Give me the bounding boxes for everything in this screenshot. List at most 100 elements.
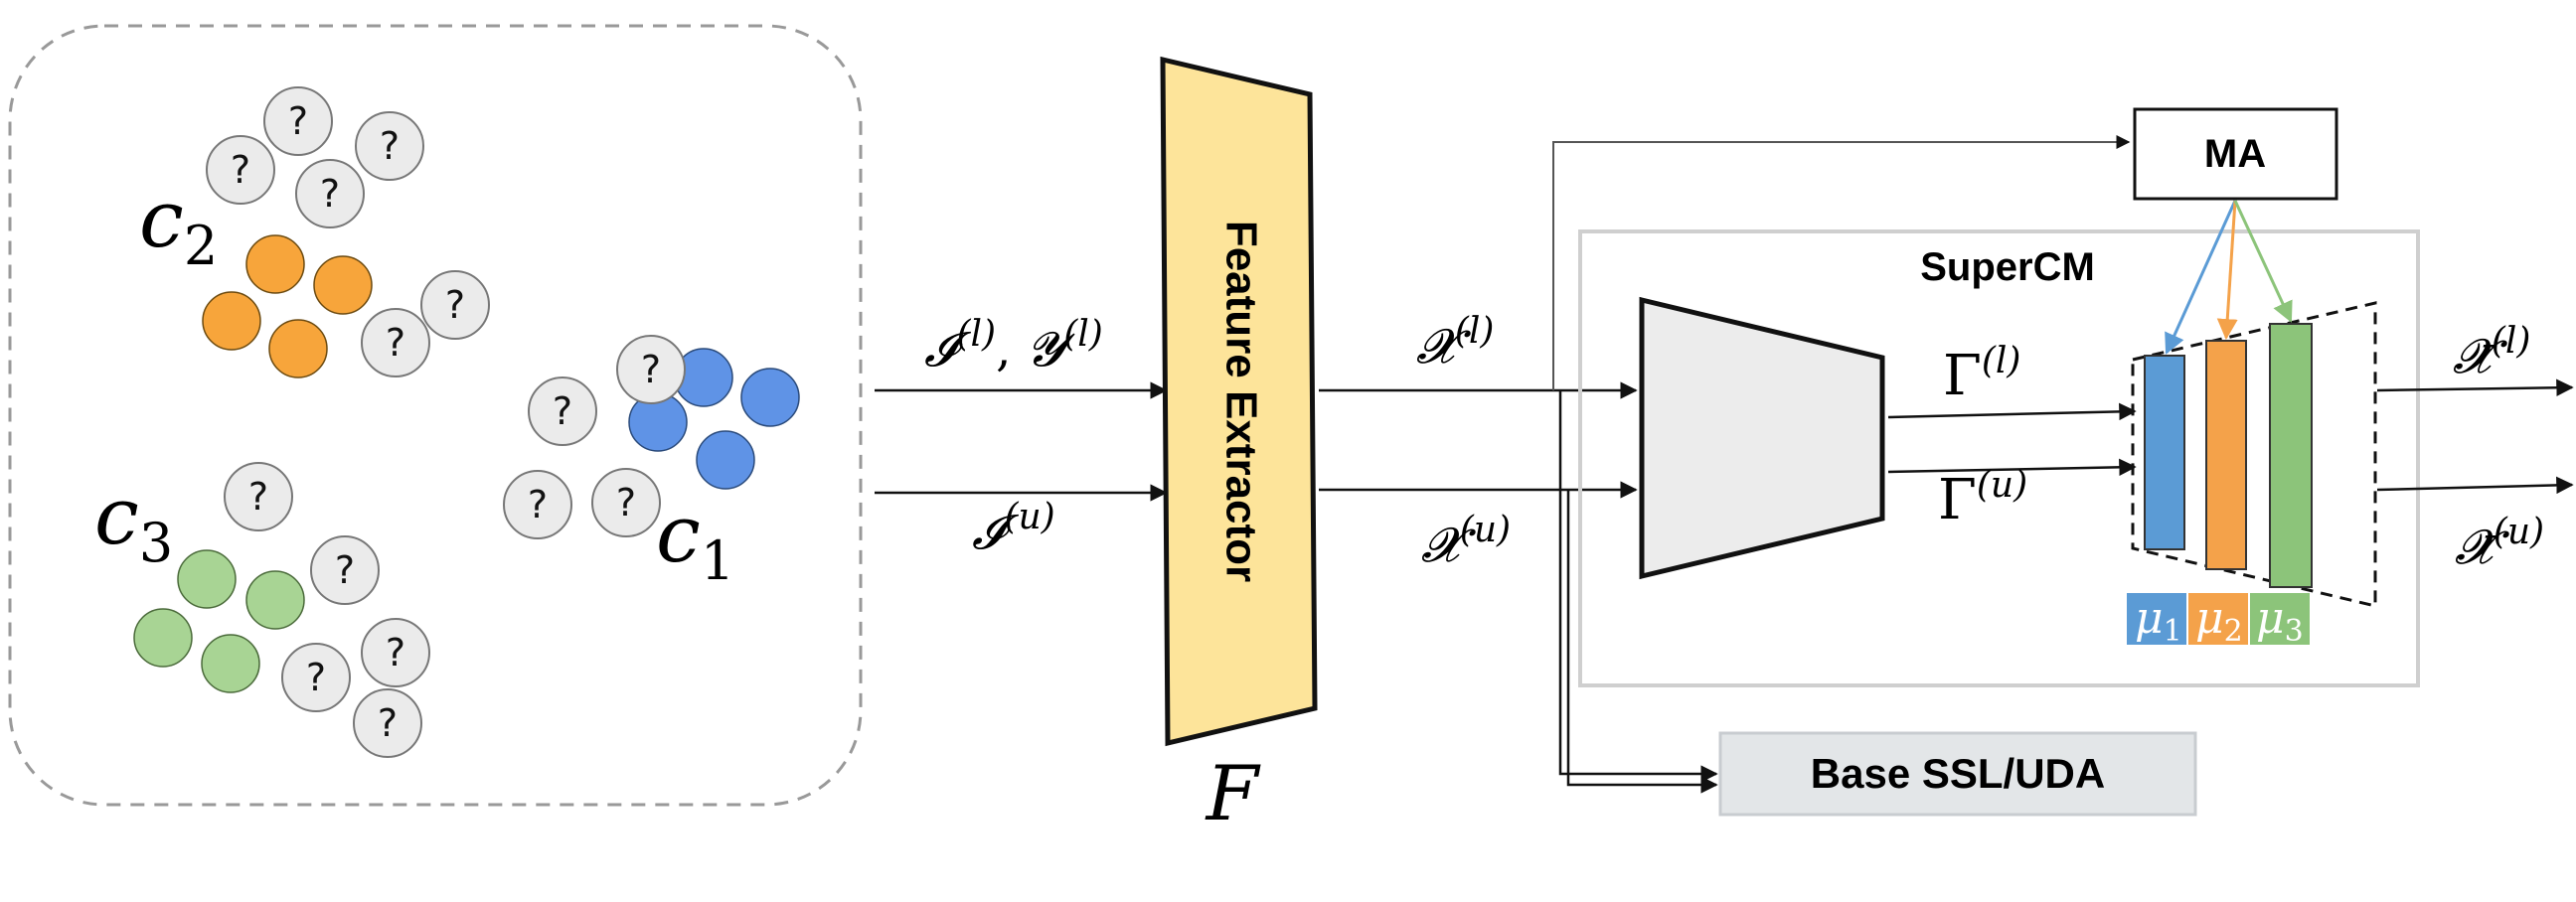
orange-point	[268, 319, 328, 378]
blue-point	[696, 430, 755, 490]
unlabeled-point: ?	[310, 535, 380, 605]
mu3-label: μ3	[2256, 593, 2304, 649]
unlabeled-point-circle	[353, 688, 422, 758]
gamma-labeled-label: Γ(l)	[1943, 341, 2020, 408]
class-label-c2: c2	[139, 173, 218, 277]
supercm-title: SuperCM	[1920, 245, 2095, 289]
feature-routing	[1319, 135, 2131, 794]
mu1-label: μ1	[2135, 593, 2182, 649]
centroid-bar-3	[2269, 323, 2313, 588]
unlabeled-point-circle	[295, 159, 365, 228]
unlabeled-point-circle	[503, 470, 572, 539]
question-mark: ?	[553, 389, 572, 433]
question-mark: ?	[306, 656, 326, 699]
unlabeled-point-circle	[361, 618, 430, 687]
question-mark: ?	[320, 172, 340, 216]
feature-extractor: Feature Extractor F	[1160, 56, 1318, 837]
question-mark: ?	[386, 631, 405, 675]
unlabeled-point-circle	[420, 270, 490, 340]
gamma-unlabeled-arrow	[1887, 458, 2137, 477]
base-ssl-box	[1718, 731, 2197, 817]
cluster-c1-points	[628, 348, 800, 490]
unlabeled-output-arrow	[2376, 476, 2574, 495]
centroid-memory-outline	[2131, 301, 2377, 608]
unlabeled-point-circle	[361, 308, 430, 377]
mu3-label-bg	[2250, 593, 2310, 645]
ma-label: MA	[2204, 132, 2266, 176]
labeled-output-arrow	[2376, 378, 2574, 396]
question-mark: ?	[248, 475, 268, 519]
cluster-panel-border	[8, 24, 863, 807]
unlabeled-point-circle	[224, 462, 293, 531]
unlabeled-point: ?	[591, 468, 661, 537]
feature-extractor-symbol: F	[1205, 749, 1261, 837]
unlabeled-points: ???????????????	[206, 86, 686, 758]
gamma-labeled-arrow	[1887, 402, 2137, 421]
question-mark: ?	[641, 348, 661, 391]
green-point	[133, 608, 193, 668]
labeled-output-label: 𝓧̄(l)	[2453, 321, 2530, 384]
ma-to-mu2-arrow	[2216, 200, 2238, 341]
base-ssl-route-unlabeled	[1566, 490, 1718, 794]
unlabeled-point: ?	[281, 643, 351, 712]
cluster-c2-points	[202, 234, 373, 378]
green-point	[201, 634, 260, 693]
unlabeled-feature-label: 𝓧(u)	[1421, 510, 1511, 573]
green-point	[245, 570, 305, 630]
ma-route-arrow	[1552, 135, 2131, 390]
feature-extractor-label: Feature Extractor	[1216, 221, 1265, 582]
output-arrows	[2376, 378, 2574, 495]
centroid-bar-2	[2205, 340, 2247, 570]
gamma-unlabeled-label: Γ(u)	[1938, 465, 2027, 532]
unlabeled-output-label: 𝓧̄(u)	[2455, 512, 2544, 575]
cluster-c3-points	[133, 549, 305, 693]
unlabeled-point: ?	[295, 159, 365, 228]
green-point	[177, 549, 237, 609]
question-mark: ?	[231, 148, 250, 192]
question-mark: ?	[288, 99, 308, 143]
question-mark: ?	[445, 283, 465, 327]
mu1-label-bg	[2127, 593, 2186, 645]
mu2-label-bg	[2188, 593, 2248, 645]
feature-extractor-shape	[1160, 56, 1318, 747]
question-mark: ?	[335, 548, 355, 592]
ma-block: MA	[2133, 107, 2338, 201]
ma-box	[2133, 107, 2338, 201]
question-mark: ?	[528, 483, 548, 526]
orange-point	[202, 291, 261, 351]
class-label-c1: c1	[656, 488, 734, 592]
unlabeled-point: ?	[224, 462, 293, 531]
unlabeled-point-circle	[281, 643, 351, 712]
unlabeled-point: ?	[206, 135, 275, 205]
base-ssl-route-labeled	[1558, 390, 1718, 783]
unlabeled-point: ?	[361, 618, 430, 687]
unlabeled-point-circle	[355, 111, 424, 181]
labeled-input-label: 𝓘(l), 𝓨(l)	[924, 314, 1103, 377]
question-mark: ?	[386, 321, 405, 365]
question-mark: ?	[616, 481, 636, 525]
unlabeled-point: ?	[420, 270, 490, 340]
unlabeled-point-circle	[206, 135, 275, 205]
orange-point	[313, 255, 373, 315]
ma-to-mu3-arrow	[2233, 200, 2293, 323]
question-mark: ?	[378, 701, 398, 745]
unlabeled-point: ?	[361, 308, 430, 377]
unlabeled-point: ?	[616, 335, 686, 404]
input-arrows	[875, 381, 1168, 502]
orange-point	[245, 234, 305, 294]
unlabeled-input-label: 𝓘(u)	[972, 497, 1055, 560]
unlabeled-point-circle	[263, 86, 333, 156]
ma-to-mu1-arrow	[2165, 200, 2237, 355]
labeled-feature-label: 𝓧(l)	[1416, 311, 1494, 375]
base-ssl-label: Base SSL/UDA	[1811, 750, 2105, 797]
centroid-bar-1	[2144, 355, 2185, 550]
cluster-panel: ??????????????? c2 c3 c1	[8, 24, 863, 807]
encoder-trapezoid	[1639, 296, 1885, 580]
unlabeled-point: ?	[528, 376, 597, 446]
blue-point	[740, 368, 800, 427]
unlabeled-point-circle	[310, 535, 380, 605]
base-ssl-block: Base SSL/UDA	[1718, 731, 2197, 817]
unlabeled-point-circle	[616, 335, 686, 404]
supercm-border	[1578, 229, 2420, 687]
